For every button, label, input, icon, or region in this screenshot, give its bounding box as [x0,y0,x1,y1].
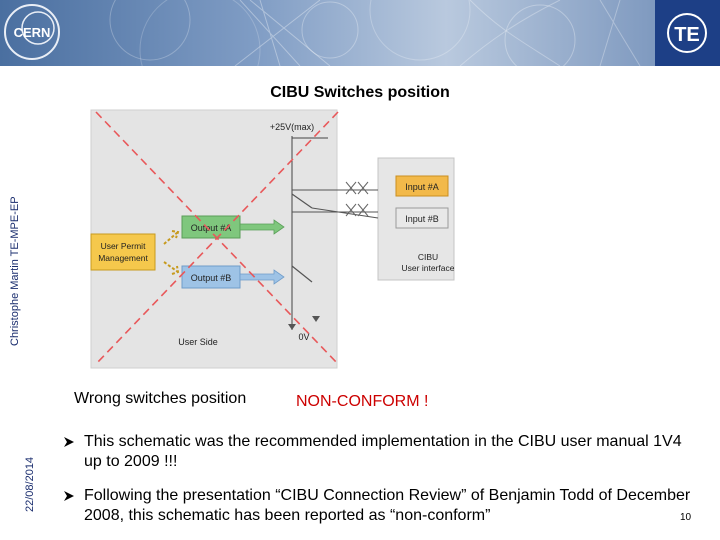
header-banner: CERN TE [0,0,720,66]
caption-non-conform: NON-CONFORM ! [296,393,429,410]
particle-tracks-decoration [109,0,641,66]
supply-label: +25V(max) [270,122,314,132]
output-a-label: Output #A [191,223,232,233]
te-logo-text: TE [674,24,700,46]
user-permit-box [90,233,156,271]
cern-logo-text: CERN [14,25,51,40]
input-a-box [395,175,449,197]
user-permit-label-line2: Management [98,253,148,263]
input-b-label: Input #B [405,214,439,224]
arrow-bullet-icon [64,437,74,447]
output-a-arrow-icon [239,219,285,235]
bullet-item: This schematic was the recommended imple… [58,432,698,472]
bullet-item: Following the presentation “CIBU Connect… [58,486,698,526]
ground-label: 0V [298,332,309,342]
cibu-label-line1: CIBU [418,252,438,262]
caption-wrong-switches: Wrong switches position [74,390,247,407]
cern-logo: CERN [4,4,60,60]
switch-a [291,193,313,209]
te-logo: TE [655,0,720,66]
cross-mark-line-2 [95,111,339,365]
arrow-bullet-icon [64,491,74,501]
date-label: 22/08/2014 [24,456,36,512]
page-number: 10 [680,512,692,523]
user-side-label: User Side [178,337,218,347]
input-b-box [395,207,449,229]
output-b-label: Output #B [191,273,232,283]
output-b-arrow-icon [239,269,285,285]
cibu-label-line2: User interface [402,263,455,273]
input-a-label: Input #A [405,182,439,192]
bullet-text: This schematic was the recommended imple… [84,433,682,470]
switch-b [291,265,313,283]
user-permit-label-line1: User Permit [101,241,147,251]
slide-title: CIBU Switches position [270,84,450,101]
bullet-text: Following the presentation “CIBU Connect… [84,487,691,524]
author-label: Christophe Martin TE-MPE-EP [9,196,21,346]
cibu-schematic: Output #A Output #B User Permit Manageme… [90,109,455,369]
